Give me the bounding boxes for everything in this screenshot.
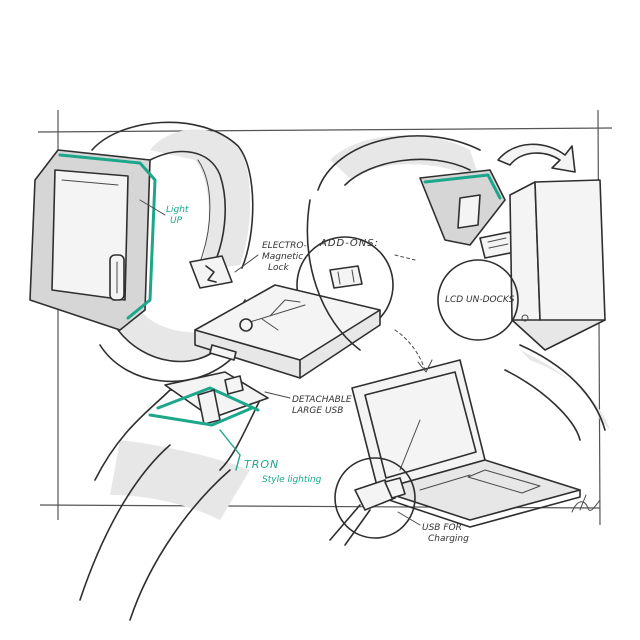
- leader-detachable: [264, 391, 291, 399]
- leader-electro: [234, 254, 259, 273]
- label-lcd: LCD: [445, 295, 463, 305]
- label-electro-line1: ELECTRO-: [262, 241, 307, 251]
- label-large-usb: LARGE USB: [292, 406, 343, 416]
- label-charging: Charging: [428, 534, 469, 544]
- label-light-up-line2: UP: [170, 216, 183, 226]
- label-light-up-line1: Light: [166, 205, 189, 215]
- label-electro-line3: Lock: [268, 263, 289, 273]
- watch-main: [29, 121, 254, 383]
- label-tron: TRON: [244, 458, 279, 471]
- label-detachable: DETACHABLE: [292, 395, 352, 405]
- laptop: [351, 359, 581, 528]
- flow-arrows: [394, 254, 433, 373]
- label-undocks: UN-DOCKS: [466, 295, 515, 305]
- label-style-lighting: Style lighting: [262, 475, 322, 485]
- label-electro-line2: Magnetic: [262, 252, 303, 262]
- label-add-ons: ADD-ONS:: [319, 238, 379, 249]
- usb-cable-detail: [329, 457, 421, 546]
- watch-undocked: [306, 135, 610, 441]
- band-closeup: [79, 371, 269, 621]
- signature: [571, 494, 601, 513]
- label-usb-for: USB FOR: [422, 523, 462, 533]
- usb-module: [194, 284, 381, 379]
